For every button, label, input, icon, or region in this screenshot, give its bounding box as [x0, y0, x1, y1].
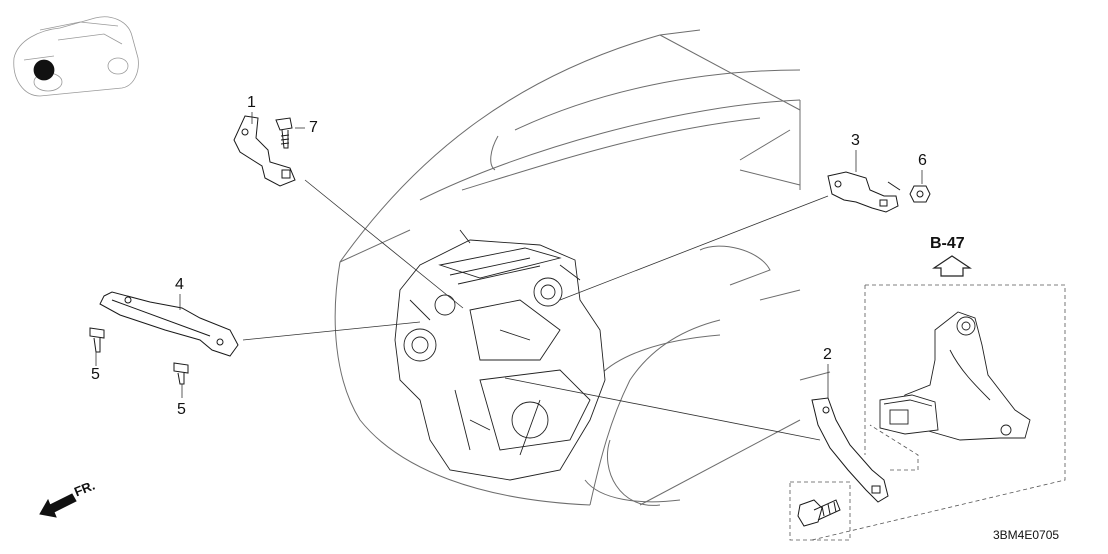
part-bracket-upper	[233, 115, 296, 187]
diagram-code-label: 3BM4E0705	[993, 528, 1060, 542]
front-direction-arrow-icon	[39, 493, 77, 518]
callout-6: 6	[918, 152, 927, 169]
part-bolt-7	[275, 117, 293, 149]
part-flange-bolt	[797, 499, 841, 527]
vehicle-locator-thumbnail	[13, 16, 139, 97]
leader-lines	[242, 179, 829, 441]
part-stay-long	[99, 291, 239, 357]
reference-code-label: B-47	[930, 235, 965, 252]
part-nut-6	[909, 185, 931, 203]
car-body-outline	[334, 29, 831, 506]
callout-7: 7	[309, 119, 318, 136]
part-harness-bracket	[827, 171, 901, 213]
part-bolt-5-right	[173, 362, 189, 385]
part-bolt-5-left	[89, 327, 105, 353]
part-engine-mount	[879, 311, 1031, 441]
callout-ticks	[95, 112, 923, 398]
callout-5-right: 5	[177, 401, 186, 418]
callout-1: 1	[247, 94, 256, 111]
up-arrow-icon	[932, 255, 972, 277]
callout-2: 2	[823, 346, 832, 363]
callout-4: 4	[175, 276, 184, 293]
engine-assembly	[394, 229, 606, 481]
callout-5-left: 5	[91, 366, 100, 383]
dashed-detail-box	[789, 284, 1066, 541]
callout-3: 3	[851, 132, 860, 149]
part-bracket-lower	[811, 397, 889, 503]
engine-location-mark	[33, 59, 55, 81]
